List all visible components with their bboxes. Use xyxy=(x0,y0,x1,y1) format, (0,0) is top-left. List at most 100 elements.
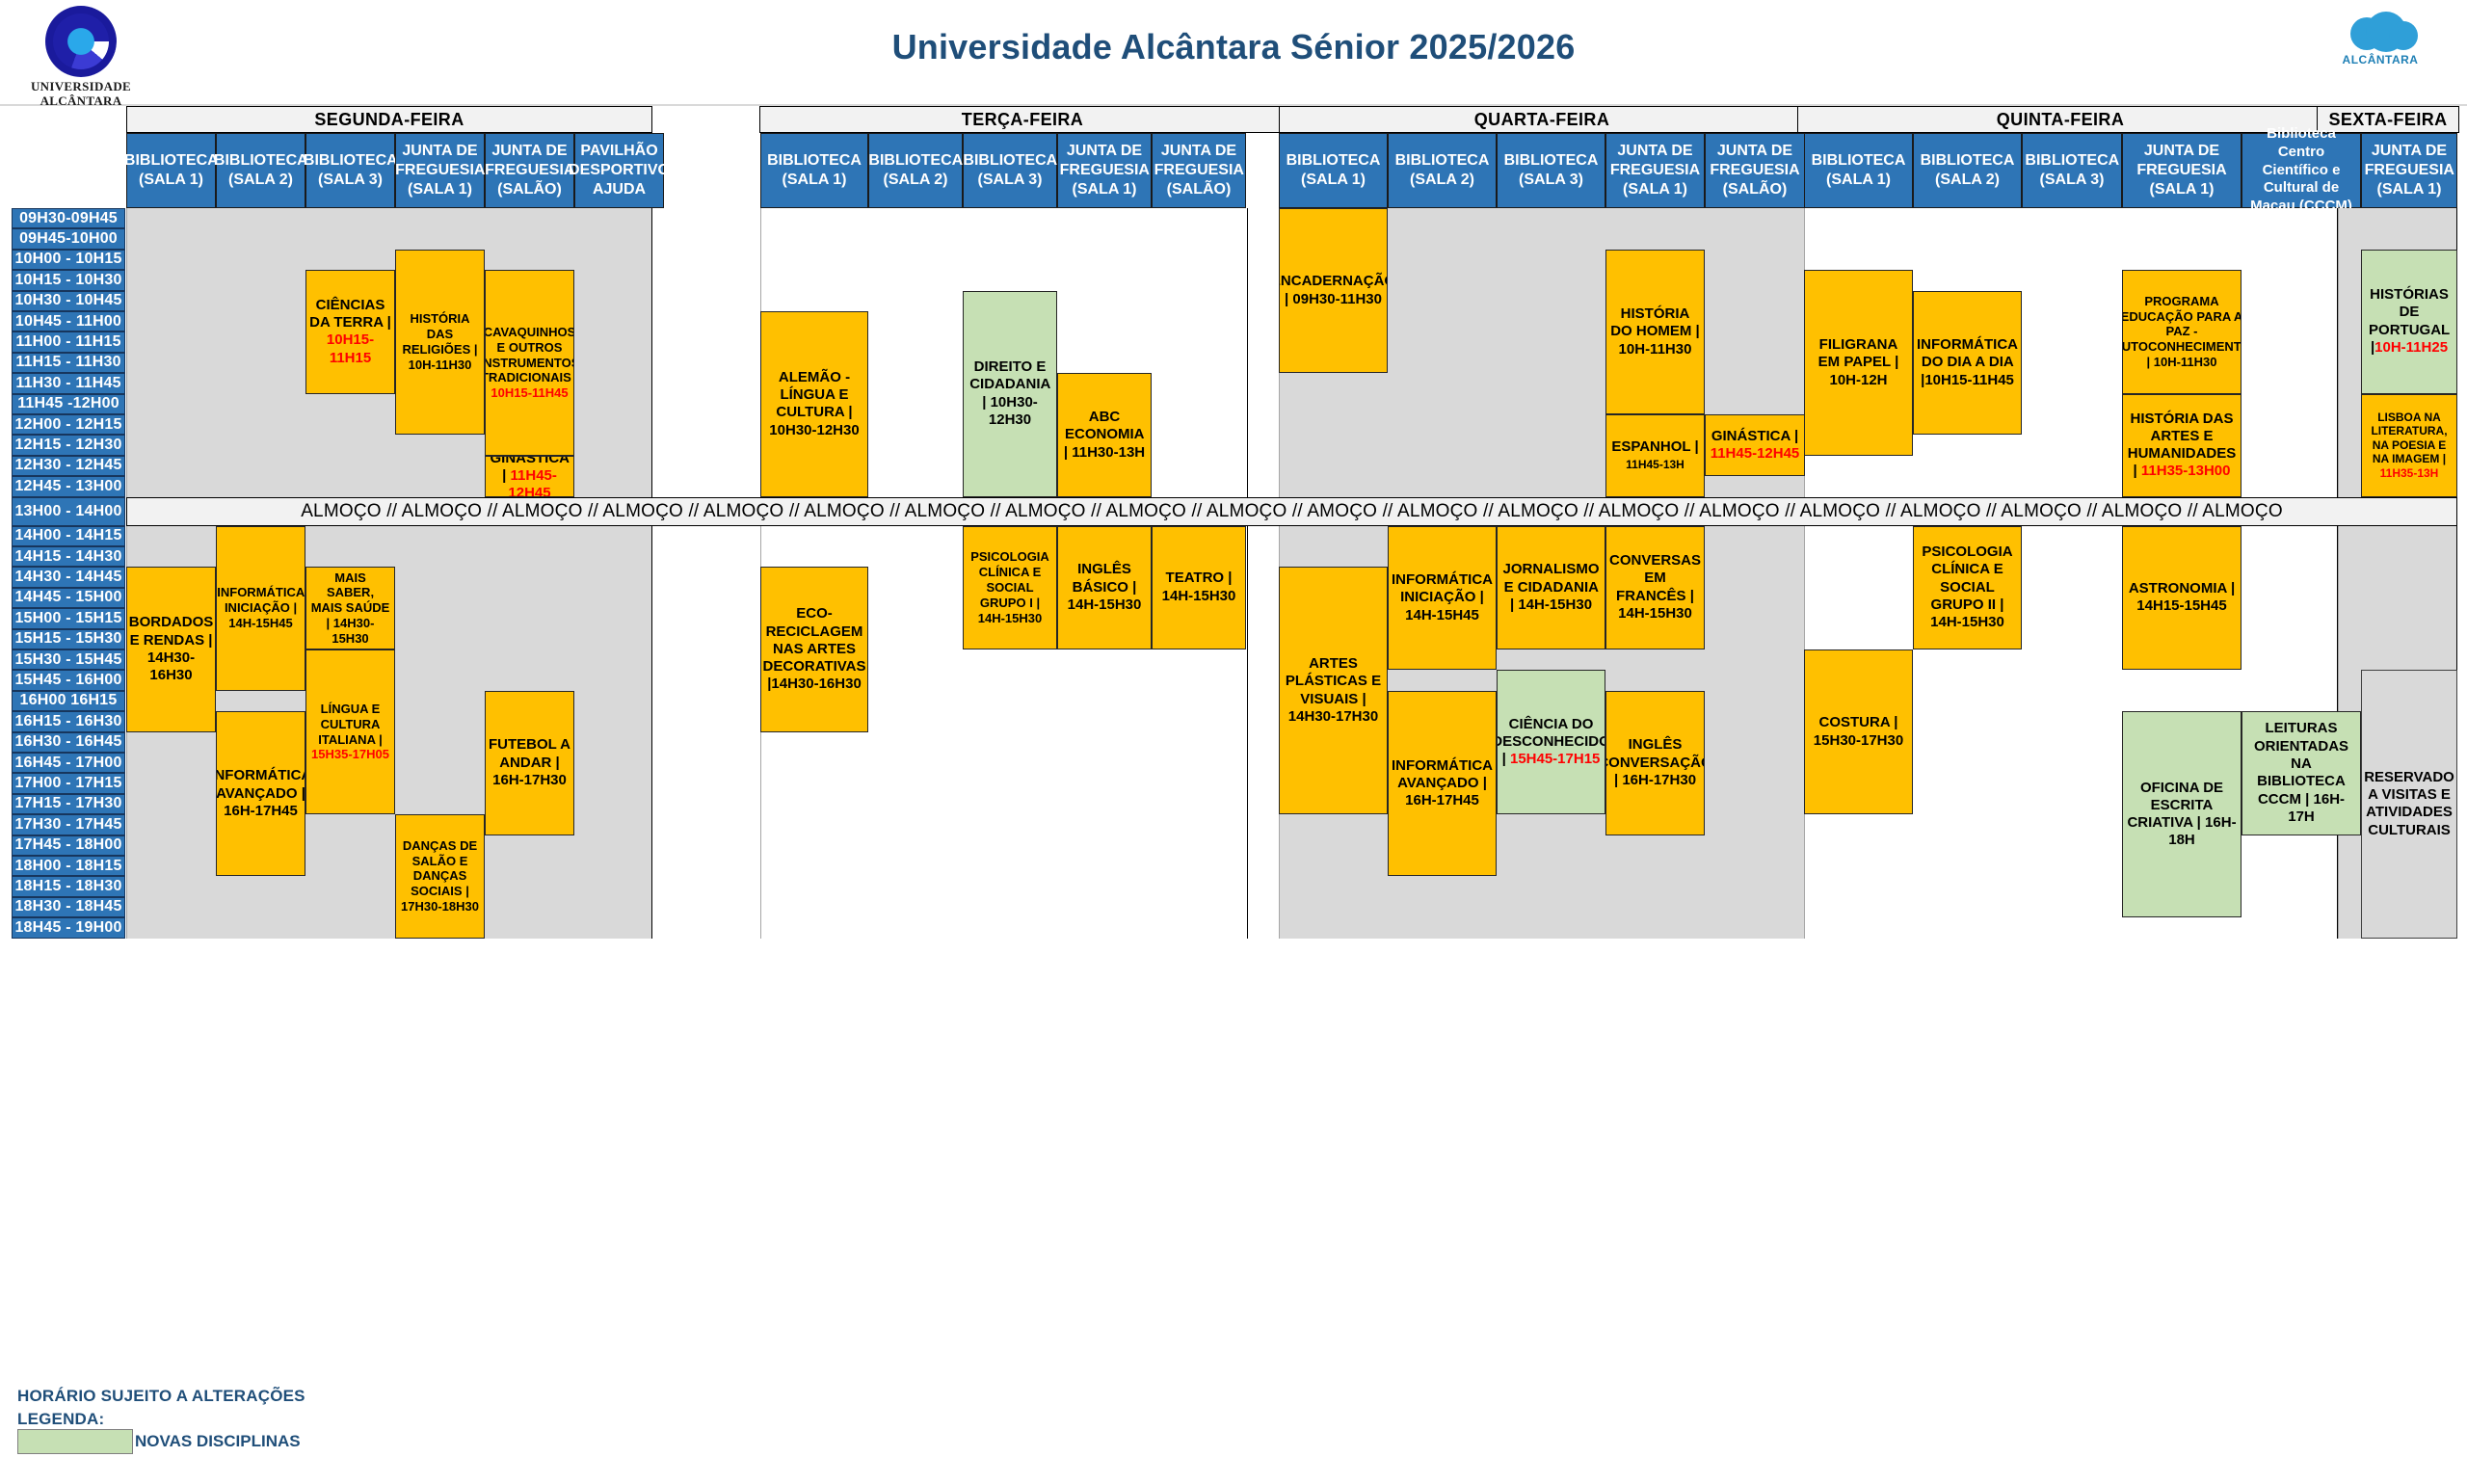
course-time: 14H-15H30 xyxy=(1161,587,1236,604)
room-header-18[interactable]: BIBLIOTECA (SALA 2) xyxy=(1913,133,2022,208)
course-block-lisboa-na-literatura[interactable]: LISBOA NA LITERATURA, NA POESIA E NA IMA… xyxy=(2361,393,2457,497)
course-block-teatro[interactable]: TEATRO | 14H-15H30 xyxy=(1152,525,1246,649)
time-label: 11H15 - 11H30 xyxy=(15,354,121,371)
course-block-informatica-dia-a-dia[interactable]: INFORMÁTICA DO DIA A DIA |10H15-11H45 xyxy=(1913,290,2022,436)
course-block-oficina-escrita-criativa[interactable]: OFICINA DE ESCRITA CRIATIVA | 16H-18H xyxy=(2122,711,2242,918)
course-block-informatica-avancado-qua[interactable]: INFORMÁTICA AVANÇADO | 16H-17H45 xyxy=(1388,690,1497,877)
room-header-10[interactable]: JUNTA DE FREGUESIA (SALA 1) xyxy=(1057,133,1152,208)
course-separator: | xyxy=(1921,371,1925,388)
room-header-22[interactable]: JUNTA DE FREGUESIA (SALA 1) xyxy=(2361,133,2457,208)
course-block-reservado-visitas[interactable]: RESERVADO A VISITAS E ATIVIDADES CULTURA… xyxy=(2361,670,2457,939)
course-block-eco-reciclagem[interactable]: ECO-RECICLAGEM NAS ARTES DECORATIVAS |14… xyxy=(760,567,868,732)
course-block-futebol-a-andar[interactable]: FUTEBOL A ANDAR | 16H-17H30 xyxy=(485,690,574,835)
room-header-5[interactable]: JUNTA DE FREGUESIA (SALÃO) xyxy=(485,133,574,208)
room-label: BIBLIOTECA (SALA 2) xyxy=(1394,152,1490,188)
course-block-direito-e-cidadania[interactable]: DIREITO E CIDADANIA | 10H30-12H30 xyxy=(963,290,1057,497)
course-block-psicologia-grupo-1[interactable]: PSICOLOGIA CLÍNICA E SOCIAL GRUPO I | 14… xyxy=(963,525,1057,649)
course-label: HISTÓRIA DO HOMEM | 10H-11H30 xyxy=(1609,305,1701,358)
room-header-12[interactable]: BIBLIOTECA (SALA 1) xyxy=(1279,133,1388,208)
room-header-11[interactable]: JUNTA DE FREGUESIA (SALÃO) xyxy=(1152,133,1246,208)
course-block-ciencia-do-desconhecido[interactable]: CIÊNCIA DO DESCONHECIDO | 15H45-17H15 xyxy=(1497,670,1605,815)
room-header-6[interactable]: PAVILHÃO DESPORTIVO AJUDA xyxy=(569,133,670,208)
course-time: 16H-17H45 xyxy=(1405,792,1479,809)
time-label: 17H15 - 17H30 xyxy=(14,795,122,812)
time-slot-afternoon-3: 14H30 - 14H45 xyxy=(12,567,125,588)
course-block-psicologia-grupo-2[interactable]: PSICOLOGIA CLÍNICA E SOCIAL GRUPO II | 1… xyxy=(1913,525,2022,649)
course-label: PROGRAMA EDUCAÇÃO PARA A PAZ - AUTOCONHE… xyxy=(2123,294,2241,370)
course-block-lingua-cultura-italiana[interactable]: LÍNGUA E CULTURA ITALIANA | 15H35-17H05 xyxy=(305,649,395,815)
room-header-17[interactable]: BIBLIOTECA (SALA 1) xyxy=(1804,133,1913,208)
course-block-artes-plasticas-visuais[interactable]: ARTES PLÁSTICAS E VISUAIS | 14H30-17H30 xyxy=(1279,567,1388,815)
lunch-row: ALMOÇO // ALMOÇO // ALMOÇO // ALMOÇO // … xyxy=(126,496,2457,526)
course-name: TEATRO xyxy=(1165,570,1225,587)
room-header-9[interactable]: BIBLIOTECA (SALA 3) xyxy=(963,133,1057,208)
room-header-3[interactable]: BIBLIOTECA (SALA 3) xyxy=(304,133,398,208)
course-block-historia-das-religioes[interactable]: HISTÓRIA DAS RELIGIÕES | 10H-11H30 xyxy=(395,249,485,436)
room-header-8[interactable]: BIBLIOTECA (SALA 2) xyxy=(868,133,963,208)
course-time: 14H30-15H30 xyxy=(332,616,375,646)
course-separator: | xyxy=(1063,443,1073,461)
room-header-2[interactable]: BIBLIOTECA (SALA 2) xyxy=(214,133,308,208)
course-block-espanhol[interactable]: ESPANHOL | 11H45-13H xyxy=(1605,414,1705,497)
course-block-programa-educacao-paz[interactable]: PROGRAMA EDUCAÇÃO PARA A PAZ - AUTOCONHE… xyxy=(2122,270,2242,394)
course-block-astronomia[interactable]: ASTRONOMIA | 14H15-15H45 xyxy=(2122,525,2242,671)
time-label: 11H45 -12H00 xyxy=(17,395,119,412)
course-block-mais-saber-mais-saude[interactable]: MAIS SABER, MAIS SAÚDE | 14H30-15H30 xyxy=(305,567,395,649)
course-block-informatica-iniciacao-qua[interactable]: INFORMÁTICA INICIAÇÃO | 14H-15H45 xyxy=(1388,525,1497,671)
room-header-20[interactable]: JUNTA DE FREGUESIA (SALA 1) xyxy=(2122,133,2242,208)
course-block-ginastica-seg[interactable]: GINÁSTICA | 11H45-12H45 xyxy=(485,455,574,497)
course-name: DANÇAS DE SALÃO E DANÇAS SOCIAIS xyxy=(402,837,478,899)
course-block-bordados-e-rendas[interactable]: BORDADOS E RENDAS | 14H30-16H30 xyxy=(126,567,216,732)
course-time: 11H45-13H xyxy=(1626,457,1684,471)
room-header-19[interactable]: BIBLIOTECA (SALA 3) xyxy=(2022,133,2122,208)
course-name: INFORMÁTICA INICIAÇÃO xyxy=(1392,571,1493,606)
course-block-conversas-em-frances[interactable]: CONVERSAS EM FRANCÊS | 14H-15H30 xyxy=(1605,525,1705,649)
course-block-costura[interactable]: COSTURA | 15H30-17H30 xyxy=(1804,649,1913,815)
course-block-cavaquinhos[interactable]: CAVAQUINHOS E OUTROS INSTRUMENTOS TRADIC… xyxy=(485,270,574,456)
course-block-jornalismo-cidadania[interactable]: JORNALISMO E CIDADANIA | 14H-15H30 xyxy=(1497,525,1605,649)
course-label: PSICOLOGIA CLÍNICA E SOCIAL GRUPO I | 14… xyxy=(967,549,1053,625)
course-block-leituras-orientadas[interactable]: LEITURAS ORIENTADAS NA BIBLIOTECA CCCM |… xyxy=(2242,711,2361,835)
room-header-4[interactable]: JUNTA DE FREGUESIA (SALA 1) xyxy=(395,133,485,208)
course-block-ingles-conversacao[interactable]: INGLÊS CONVERSAÇÃO | 16H-17H30 xyxy=(1605,690,1705,835)
course-block-filigrana[interactable]: FILIGRANA EM PAPEL | 10H-12H xyxy=(1804,270,1913,456)
course-name: ENCADERNAÇÃO xyxy=(1280,273,1387,290)
course-time: 10H15-11H15 xyxy=(326,331,375,366)
room-header-14[interactable]: BIBLIOTECA (SALA 3) xyxy=(1497,133,1605,208)
time-slot-afternoon-5: 15H00 - 15H15 xyxy=(12,608,125,629)
room-header-21[interactable]: Biblioteca Centro Científico e Cultural … xyxy=(2242,125,2361,214)
course-block-informatica-iniciacao-seg[interactable]: INFORMÁTICA INICIAÇÃO | 14H-15H45 xyxy=(216,525,305,691)
course-name: INFORMÁTICA AVANÇADO xyxy=(216,767,305,802)
time-label: 12H45 - 13H00 xyxy=(14,477,122,494)
course-block-ingles-basico[interactable]: INGLÊS BÁSICO | 14H-15H30 xyxy=(1057,525,1152,649)
course-name: FILIGRANA EM PAPEL xyxy=(1817,336,1898,371)
time-label: 18H45 - 19H00 xyxy=(14,918,122,936)
course-name: ARTES PLÁSTICAS E VISUAIS xyxy=(1285,655,1382,707)
course-block-historia-artes-humanidades[interactable]: HISTÓRIA DAS ARTES E HUMANIDADES | 11H35… xyxy=(2122,393,2242,497)
course-block-ciencias-da-terra[interactable]: CIÊNCIAS DA TERRA | 10H15-11H15 xyxy=(305,270,395,394)
room-header-7[interactable]: BIBLIOTECA (SALA 1) xyxy=(760,133,868,208)
course-separator: | xyxy=(1890,714,1898,731)
course-label: JORNALISMO E CIDADANIA | 14H-15H30 xyxy=(1500,561,1602,614)
room-header-1[interactable]: BIBLIOTECA (SALA 1) xyxy=(124,133,219,208)
course-time: 14H-15H45 xyxy=(1405,606,1479,623)
room-header-16[interactable]: JUNTA DE FREGUESIA (SALÃO) xyxy=(1705,133,1805,208)
course-block-abc-economia[interactable]: ABC ECONOMIA | 11H30-13H xyxy=(1057,373,1152,497)
course-block-alemao[interactable]: ALEMÃO - LÍNGUA E CULTURA | 10H30-12H30 xyxy=(760,311,868,497)
course-block-encadernacao[interactable]: ENCADERNAÇÃO | 09H30-11H30 xyxy=(1279,208,1388,374)
course-time: 14H15-15H45 xyxy=(2136,597,2227,615)
spiral-logo-icon xyxy=(45,6,117,77)
course-block-informatica-avancado-seg[interactable]: INFORMÁTICA AVANÇADO | 16H-17H45 xyxy=(216,711,305,877)
course-block-ginastica-qua[interactable]: GINÁSTICA | 11H45-12H45 xyxy=(1705,414,1805,477)
course-time: 11H35-13H00 xyxy=(2140,463,2231,480)
course-block-historias-de-portugal[interactable]: HISTÓRIAS DE PORTUGAL |10H-11H25 xyxy=(2361,249,2457,394)
day-label: SEGUNDA-FEIRA xyxy=(314,109,464,129)
course-block-historia-do-homem[interactable]: HISTÓRIA DO HOMEM | 10H-11H30 xyxy=(1605,249,1705,414)
room-header-13[interactable]: BIBLIOTECA (SALA 2) xyxy=(1388,133,1497,208)
time-label: 16H15 - 16H30 xyxy=(14,712,122,729)
time-slot-morning-3: 10H00 - 10H15 xyxy=(12,249,125,271)
course-label: ECO-RECICLAGEM NAS ARTES DECORATIVAS |14… xyxy=(763,605,866,693)
room-label: JUNTA DE FREGUESIA (SALA 1) xyxy=(1609,143,1701,198)
course-block-dancas-de-salao[interactable]: DANÇAS DE SALÃO E DANÇAS SOCIAIS | 17H30… xyxy=(395,814,485,939)
room-header-15[interactable]: JUNTA DE FREGUESIA (SALA 1) xyxy=(1605,133,1705,208)
